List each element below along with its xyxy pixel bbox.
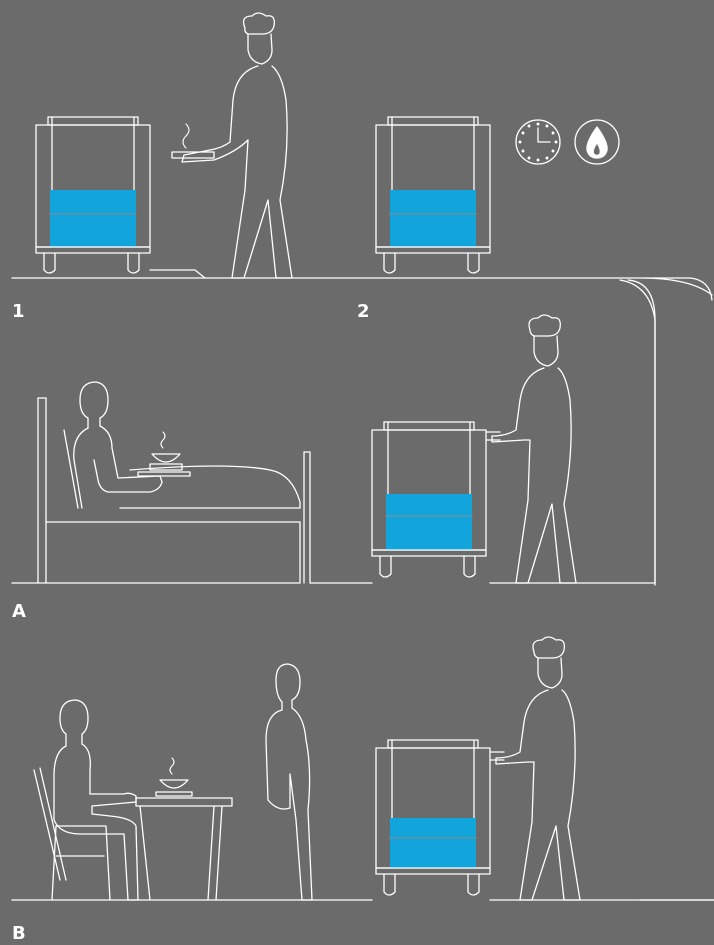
- step-label-2: 2: [357, 303, 370, 321]
- seated-patient: [54, 700, 138, 900]
- clock-icon: [516, 120, 560, 164]
- scenario-label-b: B: [12, 925, 26, 943]
- chef-figure-a: [492, 315, 576, 583]
- food-trolley-b: [376, 740, 504, 895]
- food-trolley-a: [372, 422, 500, 577]
- meal-bowl-b: [156, 758, 192, 796]
- food-trolley-1: [36, 117, 150, 273]
- chef-figure-b: [496, 637, 580, 900]
- dining-table: [136, 798, 232, 900]
- standing-person: [266, 664, 312, 900]
- floor-line-top: [12, 278, 712, 585]
- patient-in-bed: [64, 382, 162, 508]
- flame-icon: [575, 120, 619, 164]
- step-label-1: 1: [12, 303, 25, 321]
- floor-return: [628, 280, 655, 583]
- scenario-label-a: A: [12, 603, 26, 621]
- chef-figure-1: [172, 13, 292, 278]
- food-trolley-2: [376, 117, 490, 273]
- cart-chef-floor-link: [150, 270, 205, 278]
